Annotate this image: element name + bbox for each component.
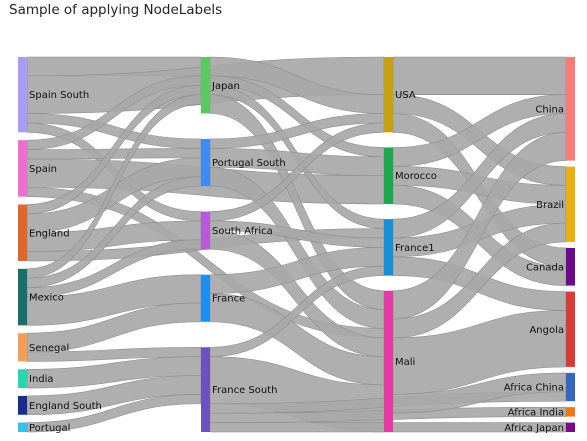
nodes-layer — [18, 57, 575, 432]
node-france_south[interactable] — [201, 347, 210, 432]
link-mali-to-brazil[interactable] — [392, 222, 567, 339]
links-layer — [26, 56, 567, 433]
labels-layer: Spain SouthSpainEnglandMexicoSenegalIndi… — [29, 81, 564, 434]
node-label-france_south: France South — [212, 385, 278, 396]
node-senegal[interactable] — [18, 333, 27, 362]
node-label-mali: Mali — [395, 357, 415, 368]
node-south_africa[interactable] — [201, 211, 210, 250]
node-label-mexico: Mexico — [29, 293, 64, 304]
node-japan[interactable] — [201, 57, 210, 114]
node-africa_india[interactable] — [566, 407, 575, 417]
node-france[interactable] — [201, 274, 210, 322]
node-spain_south[interactable] — [18, 57, 27, 133]
node-portugal[interactable] — [18, 422, 27, 432]
node-portugal_south[interactable] — [201, 138, 210, 187]
node-label-spain_south: Spain South — [29, 90, 89, 101]
node-india[interactable] — [18, 369, 27, 389]
node-africa_china[interactable] — [566, 372, 575, 402]
node-england_south[interactable] — [18, 395, 27, 415]
node-label-africa_japan: Africa Japan — [504, 423, 564, 434]
node-england[interactable] — [18, 204, 27, 262]
node-label-usa: USA — [395, 90, 416, 101]
node-label-angola: Angola — [529, 325, 564, 336]
node-canada[interactable] — [566, 247, 575, 286]
node-china[interactable] — [566, 57, 575, 161]
node-mexico[interactable] — [18, 268, 27, 326]
link-mexico-to-portugal_south[interactable] — [26, 176, 202, 288]
node-label-england: England — [29, 228, 70, 239]
node-usa[interactable] — [384, 57, 393, 133]
node-label-england_south: England South — [29, 401, 102, 412]
node-label-morocco: Morocco — [395, 171, 437, 182]
node-morocco[interactable] — [384, 147, 393, 204]
node-label-africa_india: Africa India — [508, 407, 564, 418]
node-label-japan: Japan — [211, 81, 240, 92]
node-france1[interactable] — [384, 219, 393, 276]
node-label-spain: Spain — [29, 164, 57, 175]
node-spain[interactable] — [18, 140, 27, 197]
link-usa-to-china[interactable] — [392, 56, 567, 95]
node-label-brazil: Brazil — [536, 200, 564, 211]
node-label-senegal: Senegal — [29, 343, 69, 354]
node-label-france: France — [212, 294, 245, 305]
link-mali-to-angola[interactable] — [392, 310, 567, 395]
node-angola[interactable] — [566, 291, 575, 367]
node-label-canada: Canada — [526, 262, 564, 273]
node-mali[interactable] — [384, 290, 393, 432]
node-label-africa_china: Africa China — [504, 383, 564, 394]
node-label-portugal_south: Portugal South — [212, 158, 286, 169]
node-label-france1: France1 — [395, 243, 435, 254]
link-senegal-to-france[interactable] — [26, 302, 202, 353]
node-label-portugal: Portugal — [29, 423, 70, 434]
node-label-india: India — [29, 374, 54, 385]
node-label-china: China — [535, 104, 564, 115]
node-africa_japan[interactable] — [566, 422, 575, 432]
node-brazil[interactable] — [566, 166, 575, 242]
chart-title: Sample of applying NodeLabels — [9, 2, 223, 18]
node-label-south_africa: South Africa — [212, 226, 273, 237]
